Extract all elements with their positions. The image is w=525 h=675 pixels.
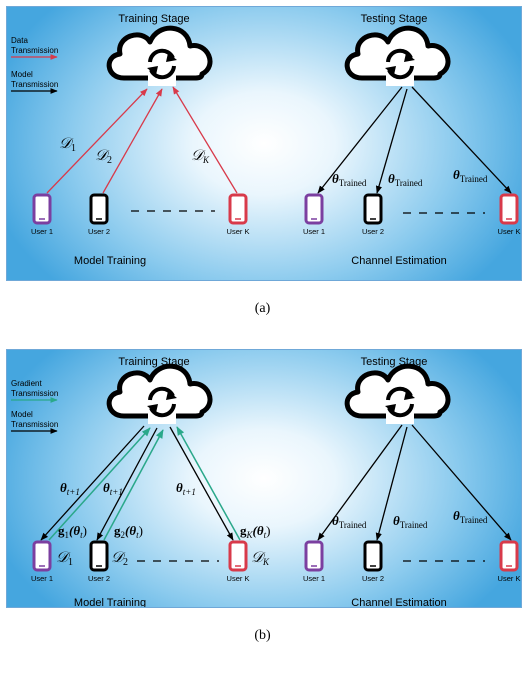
model-training-label-b: Model Training bbox=[74, 597, 146, 607]
channel-estimation-label-b: Channel Estimation bbox=[351, 597, 446, 607]
model-arrow-userk-b bbox=[169, 426, 234, 541]
phone-icon-user2-b bbox=[89, 540, 109, 572]
model-arrow-test-userk bbox=[411, 86, 512, 194]
user-label-2-b: User 2 bbox=[88, 574, 110, 583]
model-arrow-test-user1 bbox=[317, 86, 403, 194]
legend-model-label-b: Model bbox=[11, 410, 33, 419]
phone-icon-test-userk-b bbox=[499, 540, 519, 572]
test-user-label-1-b: User 1 bbox=[303, 574, 325, 583]
caption-b: (b) bbox=[254, 628, 271, 643]
phone-icon-userk bbox=[228, 193, 248, 225]
phone-icon-userk-b bbox=[228, 540, 248, 572]
test-user-label-k: User K bbox=[498, 227, 521, 236]
model-arrow-test-user2-b bbox=[375, 426, 408, 541]
legend-gradient-label: Gradient bbox=[11, 379, 42, 388]
phone-icon-test-user1 bbox=[304, 193, 324, 225]
legend-model-label-b-2: Transmission bbox=[11, 420, 58, 429]
testing-stage-title: Testing Stage bbox=[361, 13, 428, 25]
training-stage-title: Training Stage bbox=[118, 13, 189, 25]
phone-icon-user2 bbox=[89, 193, 109, 225]
phone-icon-test-userk bbox=[499, 193, 519, 225]
server-cloud-icon-testing bbox=[347, 28, 448, 86]
channel-estimation-label: Channel Estimation bbox=[351, 255, 446, 267]
model-arrow-user1-b bbox=[40, 425, 145, 541]
legend-model-label: Model bbox=[11, 70, 33, 79]
gradient-label-2: g2(θt) bbox=[114, 523, 143, 540]
gradient-label-1: g1(θt) bbox=[58, 523, 87, 540]
dataset-label-k-b: 𝒟K bbox=[251, 550, 270, 567]
phone-icon-test-user1-b bbox=[304, 540, 324, 572]
data-arrow-user2 bbox=[102, 88, 163, 194]
user-label-1-b: User 1 bbox=[31, 574, 53, 583]
phone-icon-test-user2-b bbox=[363, 540, 383, 572]
model-training-label: Model Training bbox=[74, 255, 146, 267]
legend-data-label: Data bbox=[11, 36, 28, 45]
model-update-label-1: θt+1 bbox=[60, 480, 80, 497]
dataset-label-2-b: 𝒟2 bbox=[111, 550, 128, 568]
legend-data-label-2: Transmission bbox=[11, 46, 58, 55]
theta-trained-label-1-b: θTrained bbox=[332, 513, 367, 530]
dataset-label-1: 𝒟1 bbox=[59, 136, 76, 154]
test-user-label-1: User 1 bbox=[303, 227, 325, 236]
panel-b-diagram: Training Stage Testing Stage Gradient Tr… bbox=[11, 356, 521, 607]
server-cloud-icon-training-b bbox=[109, 366, 210, 424]
dataset-label-1-b: 𝒟1 bbox=[56, 550, 73, 568]
theta-trained-label-1: θTrained bbox=[332, 171, 367, 188]
test-user-label-k-b: User K bbox=[498, 574, 521, 583]
gradient-arrow-user1 bbox=[48, 427, 151, 541]
phone-icon-user1-b bbox=[32, 540, 52, 572]
model-arrow-test-userk-b bbox=[411, 424, 512, 541]
data-arrow-userk bbox=[172, 86, 238, 194]
test-user-label-2-b: User 2 bbox=[362, 574, 384, 583]
model-arrow-test-user2 bbox=[375, 88, 408, 194]
data-arrow-user1 bbox=[46, 88, 148, 194]
legend-gradient-label-2: Transmission bbox=[11, 389, 58, 398]
server-cloud-icon-training bbox=[109, 28, 210, 86]
panel-a: Training Stage Testing Stage Data Transm… bbox=[6, 6, 522, 281]
test-user-label-2: User 2 bbox=[362, 227, 384, 236]
dataset-label-k: 𝒟K bbox=[191, 148, 210, 165]
legend-model-label-2: Transmission bbox=[11, 80, 58, 89]
model-update-label-2: θt+1 bbox=[103, 480, 123, 497]
user-label-k-b: User K bbox=[227, 574, 250, 583]
panel-a-diagram: Training Stage Testing Stage Data Transm… bbox=[11, 13, 521, 267]
model-arrow-user2-b bbox=[96, 427, 158, 541]
theta-trained-label-k: θTrained bbox=[453, 167, 488, 184]
phone-icon-test-user2 bbox=[363, 193, 383, 225]
gradient-label-k: gK(θt) bbox=[240, 523, 270, 540]
phone-icon-user1 bbox=[32, 193, 52, 225]
theta-trained-label-2: θTrained bbox=[388, 171, 423, 188]
theta-trained-label-k-b: θTrained bbox=[453, 508, 488, 525]
dataset-label-2: 𝒟2 bbox=[95, 148, 112, 166]
caption-a: (a) bbox=[254, 301, 271, 316]
user-label-2: User 2 bbox=[88, 227, 110, 236]
user-label-k: User K bbox=[227, 227, 250, 236]
gradient-arrow-user2 bbox=[103, 429, 164, 541]
panel-b: Training Stage Testing Stage Gradient Tr… bbox=[6, 349, 522, 608]
gradient-arrow-userk bbox=[176, 426, 241, 541]
model-update-label-k: θt+1 bbox=[176, 480, 196, 497]
server-cloud-icon-testing-b bbox=[347, 366, 448, 424]
theta-trained-label-2-b: θTrained bbox=[393, 513, 428, 530]
model-arrow-test-user1-b bbox=[317, 424, 403, 541]
user-label-1: User 1 bbox=[31, 227, 53, 236]
